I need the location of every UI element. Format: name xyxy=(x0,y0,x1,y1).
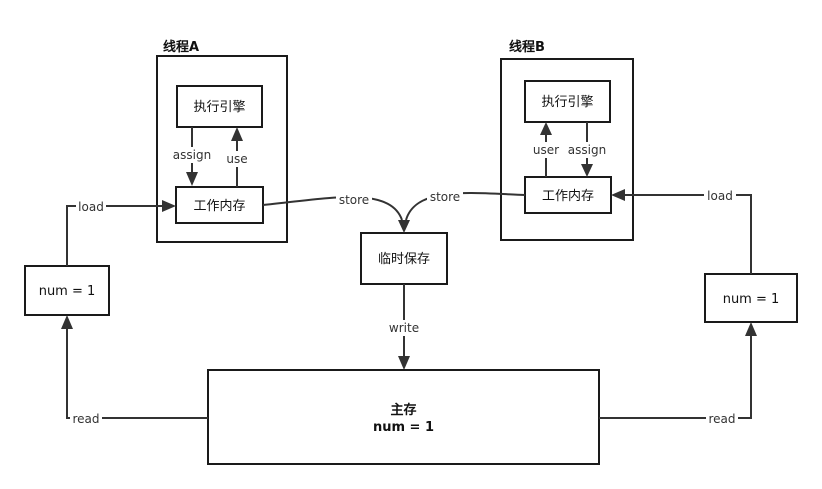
thread-b-engine-label: 执行引擎 xyxy=(541,95,593,110)
read-left-arrow xyxy=(66,329,208,419)
read-right-label: read xyxy=(708,412,735,426)
temp-store-label: 临时保存 xyxy=(378,252,430,267)
thread-b-assign-arrowhead xyxy=(581,164,593,177)
write-label: write xyxy=(389,321,419,335)
read-left-arrowhead xyxy=(61,315,73,329)
thread-b-working-memory-label: 工作内存 xyxy=(542,188,594,204)
thread-a-engine-box xyxy=(176,85,263,128)
thread-a-working-memory-label: 工作内存 xyxy=(193,198,245,214)
thread-a-engine-label: 执行引擎 xyxy=(193,100,245,115)
thread-b-user-label: user xyxy=(533,143,559,157)
thread-a-use-arrowhead xyxy=(231,127,243,141)
load-right-label: load xyxy=(707,189,733,203)
load-right-arrow xyxy=(625,194,752,274)
store-arrowhead xyxy=(398,220,410,233)
right-value-label: num = 1 xyxy=(723,292,780,307)
main-memory-value: num = 1 xyxy=(373,420,434,435)
left-value-label: num = 1 xyxy=(39,284,96,299)
load-right-arrowhead xyxy=(611,189,625,201)
read-left-label: read xyxy=(72,412,99,426)
write-arrowhead xyxy=(398,356,410,370)
store-a-label: store xyxy=(339,193,369,207)
read-right-arrowhead xyxy=(745,322,757,336)
thread-a-use-label: use xyxy=(226,152,247,166)
read-right-arrow xyxy=(599,336,752,419)
thread-b-engine-box xyxy=(524,80,611,123)
thread-b-assign-label: assign xyxy=(568,143,606,157)
thread-a-assign-arrowhead xyxy=(186,172,198,186)
thread-b-user-arrowhead xyxy=(540,122,552,135)
thread-a-working-memory-box xyxy=(175,186,264,224)
load-left-arrow xyxy=(66,205,162,266)
thread-a-title: 线程A xyxy=(163,39,199,55)
load-left-label: load xyxy=(78,200,104,214)
thread-b-title: 线程B xyxy=(509,39,545,55)
thread-a-assign-label: assign xyxy=(173,148,211,162)
load-left-arrowhead xyxy=(162,200,176,212)
store-b-label: store xyxy=(430,190,460,204)
main-memory-title: 主存 xyxy=(390,402,416,418)
